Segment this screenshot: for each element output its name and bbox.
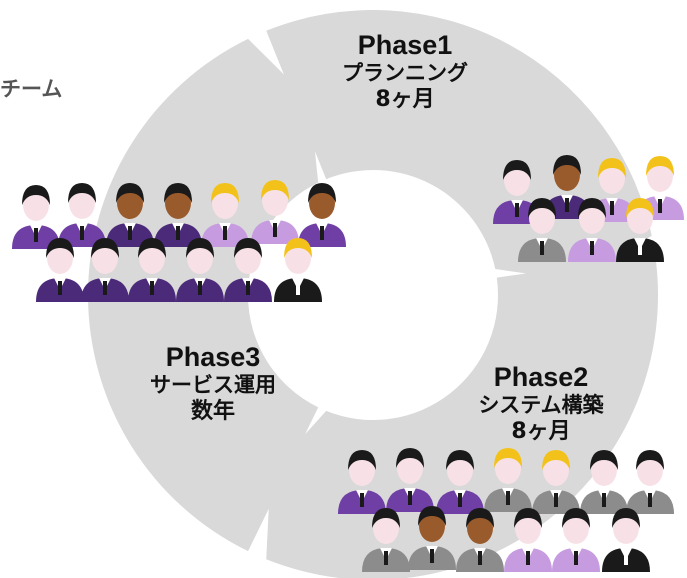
team-member-icon (58, 183, 106, 247)
team-member-icon (504, 508, 552, 572)
team-member-icon (456, 508, 504, 572)
team-member-icon (106, 183, 154, 247)
team-member-icon (176, 238, 224, 302)
team-member-icon (408, 506, 456, 570)
team-member-icon (224, 238, 272, 302)
phase3-title: Phase3 (165, 342, 261, 372)
team-member-icon (12, 185, 60, 249)
phase2-title: Phase2 (493, 362, 589, 392)
team-member-icon (36, 238, 84, 302)
team-member-icon (274, 238, 322, 302)
team-title: チーム (0, 77, 63, 101)
phase3-label: Phase3 サービス運用 数年 (128, 342, 298, 425)
team-member-icon (362, 508, 410, 572)
team-member-icon (81, 238, 129, 302)
team-member-icon (602, 508, 650, 572)
team-member-icon (251, 180, 299, 244)
team-member-icon (580, 450, 628, 514)
phase2-name: システム構築 (478, 393, 604, 417)
team-member-icon (154, 183, 202, 247)
team-member-icon (493, 160, 541, 224)
team-member-icon (386, 448, 434, 512)
phase3-duration: 数年 (190, 399, 235, 424)
team-member-icon (616, 198, 664, 262)
phase1-label: Phase1 プランニング 8ヶ月 (330, 30, 480, 113)
team-member-icon (568, 198, 616, 262)
team-member-icon (626, 450, 674, 514)
team-member-icon (532, 450, 580, 514)
team-member-icon (552, 508, 600, 572)
team-member-icon (484, 448, 532, 512)
phase3-name: サービス運用 (150, 373, 276, 397)
team-member-icon (518, 198, 566, 262)
team-member-icon (338, 450, 386, 514)
team-member-icon (436, 450, 484, 514)
team-member-icon (201, 183, 249, 247)
team-member-icon (298, 183, 346, 247)
phase1-title: Phase1 (357, 30, 453, 60)
phase1-name: プランニング (342, 61, 468, 85)
phase2-duration: 8ヶ月 (511, 419, 571, 444)
team-member-icon (128, 238, 176, 302)
phase2-label: Phase2 システム構築 8ヶ月 (466, 362, 616, 445)
phase1-duration: 8ヶ月 (375, 87, 435, 112)
